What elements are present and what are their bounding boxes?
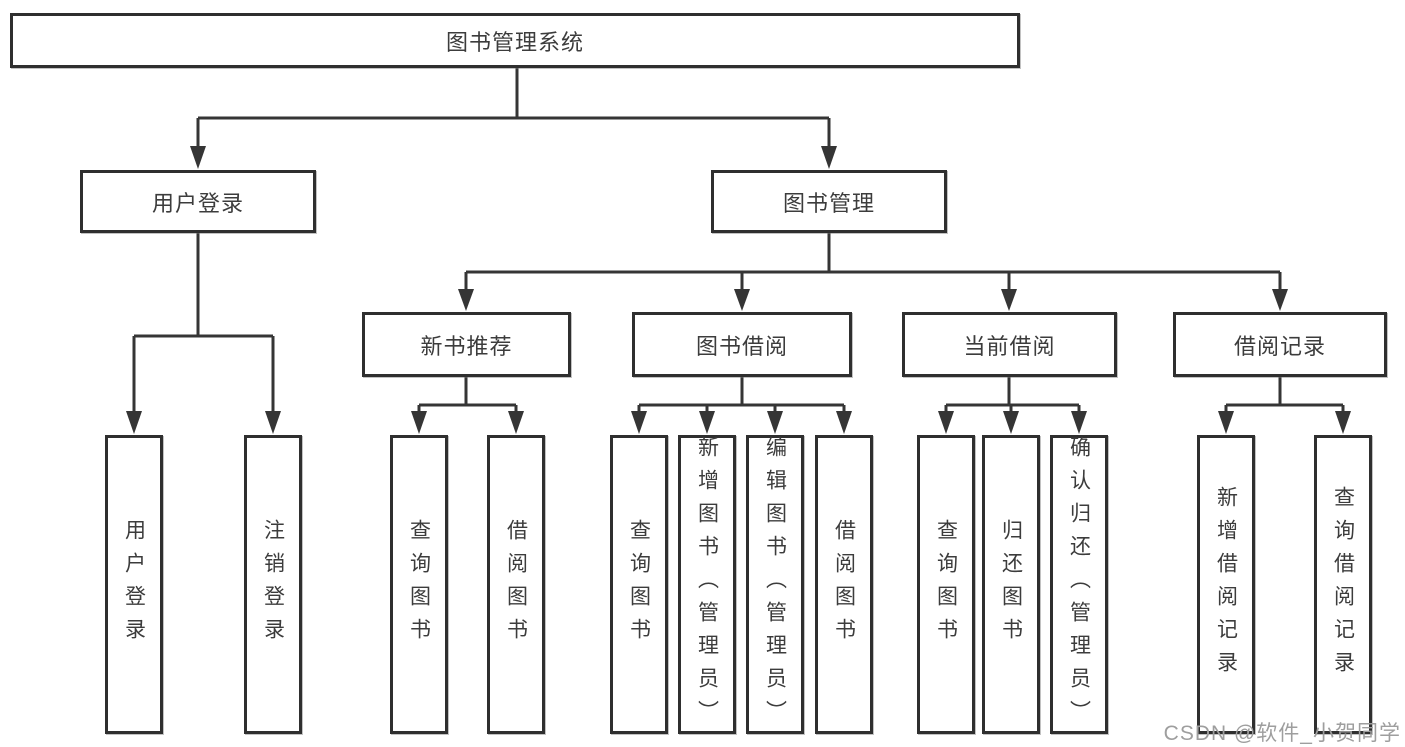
node-label: 图书管理系统 <box>445 29 584 55</box>
arrowhead <box>1272 289 1288 311</box>
arrowhead <box>190 146 206 169</box>
leaf-label: 查询借阅记录 <box>1331 485 1355 684</box>
leaf-label: 归还图书 <box>999 518 1023 651</box>
leaf-label: 查询图书 <box>407 518 431 651</box>
leaf-newbook-query-books: 查询图书 <box>390 435 448 734</box>
arrowhead <box>1218 411 1234 434</box>
node-user-login: 用户登录 <box>80 170 316 233</box>
leaf-borrow-query-books: 查询图书 <box>610 435 668 734</box>
leaf-label: 新增借阅记录 <box>1214 485 1238 684</box>
arrowhead <box>411 411 427 434</box>
leaf-label: 查询图书 <box>934 518 958 651</box>
arrowhead <box>734 289 750 311</box>
arrowhead <box>821 146 837 169</box>
csdn-watermark: CSDN @软件_小贺同学 <box>1163 722 1401 745</box>
leaf-query-borrow-record: 查询借阅记录 <box>1314 435 1372 734</box>
leaf-label: 用户登录 <box>122 518 146 651</box>
arrowhead <box>458 289 474 311</box>
node-library-system: 图书管理系统 <box>10 13 1020 68</box>
arrowhead <box>1003 411 1019 434</box>
arrowhead <box>699 411 715 434</box>
node-label: 新书推荐 <box>420 333 513 359</box>
node-current-borrow: 当前借阅 <box>902 312 1117 377</box>
node-label: 当前借阅 <box>963 333 1056 359</box>
leaf-add-book-admin: 新增图书（管理员） <box>678 435 736 734</box>
node-book-management: 图书管理 <box>711 170 947 233</box>
leaf-label: 注销登录 <box>261 518 285 651</box>
leaf-label: 借阅图书 <box>504 518 528 651</box>
leaf-edit-book-admin: 编辑图书（管理员） <box>746 435 804 734</box>
leaf-confirm-return-admin: 确认归还（管理员） <box>1050 435 1108 734</box>
arrowheads <box>126 146 1351 434</box>
leaf-label: 借阅图书 <box>832 518 856 651</box>
node-borrow-records: 借阅记录 <box>1173 312 1387 377</box>
arrowhead <box>938 411 954 434</box>
leaf-borrow-book: 借阅图书 <box>815 435 873 734</box>
leaf-label: 查询图书 <box>627 518 651 651</box>
leaf-return-book: 归还图书 <box>982 435 1040 734</box>
arrowhead <box>767 411 783 434</box>
node-label: 用户登录 <box>151 190 244 216</box>
arrowhead <box>265 411 281 434</box>
leaf-logout: 注销登录 <box>244 435 302 734</box>
node-label: 图书管理 <box>782 190 875 216</box>
arrowhead <box>1071 411 1087 434</box>
node-label: 借阅记录 <box>1233 333 1326 359</box>
arrowhead <box>508 411 524 434</box>
leaf-newbook-borrow-books: 借阅图书 <box>487 435 545 734</box>
leaf-label: 确认归还（管理员） <box>1067 436 1091 733</box>
leaf-user-login: 用户登录 <box>105 435 163 734</box>
arrowhead <box>836 411 852 434</box>
arrowhead <box>631 411 647 434</box>
arrowhead <box>126 411 142 434</box>
node-book-borrow: 图书借阅 <box>632 312 852 377</box>
leaf-label: 编辑图书（管理员） <box>763 436 787 733</box>
node-new-book-recommend: 新书推荐 <box>362 312 571 377</box>
arrowhead <box>1001 289 1017 311</box>
leaf-label: 新增图书（管理员） <box>695 436 719 733</box>
leaf-add-borrow-record: 新增借阅记录 <box>1197 435 1255 734</box>
node-label: 图书借阅 <box>695 333 788 359</box>
leaf-current-query-books: 查询图书 <box>917 435 975 734</box>
arrowhead <box>1335 411 1351 434</box>
